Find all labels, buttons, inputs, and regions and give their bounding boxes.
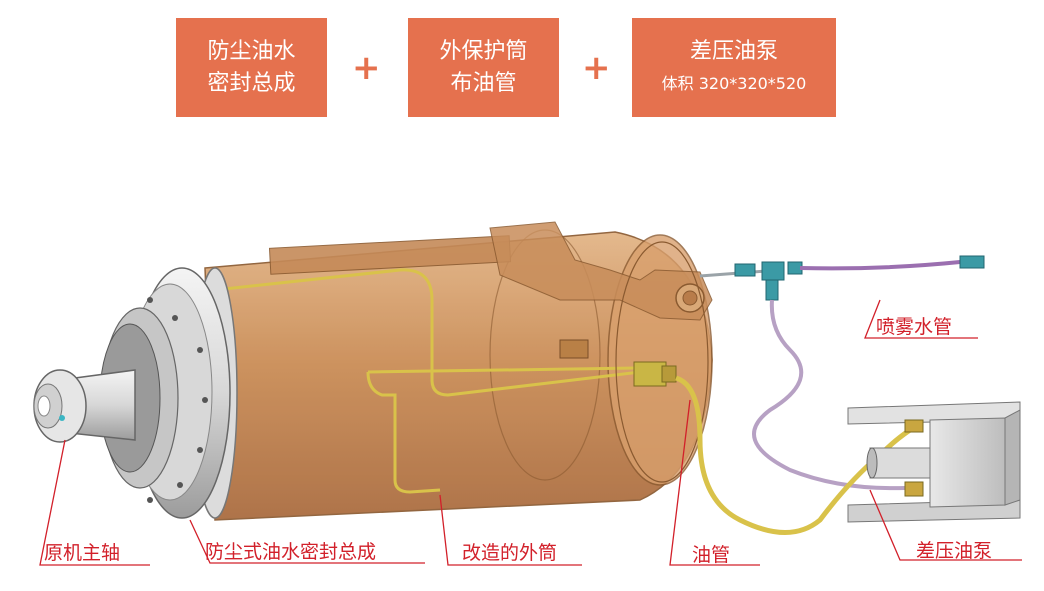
header-box-pump-line1: 差压油泵 bbox=[689, 38, 778, 64]
fitting-block bbox=[633, 361, 677, 387]
plus-sign-1: + bbox=[352, 48, 381, 88]
header-box-seal-line1: 防尘油水 bbox=[207, 38, 296, 64]
outer-tube bbox=[204, 221, 713, 521]
header-box-tube-line1: 外保护筒 bbox=[439, 38, 528, 64]
label-outer-tube: 改造的外筒 bbox=[462, 542, 558, 564]
header-box-pump-line2: 体积 320*320*520 bbox=[661, 73, 807, 93]
plus-sign-2: + bbox=[582, 48, 611, 88]
spindle-nose bbox=[33, 369, 136, 443]
header-box-tube: 外保护筒 布油管 bbox=[408, 18, 559, 117]
header-box-seal-line2: 密封总成 bbox=[207, 70, 296, 96]
header-box-tube-line2: 布油管 bbox=[450, 70, 517, 96]
end-cap-outline bbox=[615, 241, 709, 483]
header-box-seal: 防尘油水 密封总成 bbox=[176, 18, 327, 117]
spray-water-pipe bbox=[699, 255, 985, 491]
internal-oil-lines bbox=[214, 268, 641, 494]
label-oil-pipe: 油管 bbox=[692, 544, 731, 566]
diff-pressure-pump bbox=[847, 401, 1021, 523]
header-box-pump: 差压油泵 体积 320*320*520 bbox=[632, 18, 836, 117]
label-seal-assembly: 防尘式油水密封总成 bbox=[205, 541, 377, 563]
label-spindle: 原机主轴 bbox=[44, 542, 121, 564]
callout-lines bbox=[39, 299, 1022, 566]
label-spray-pipe: 喷雾水管 bbox=[876, 316, 953, 338]
seal-assembly bbox=[99, 267, 238, 519]
label-diff-pump: 差压油泵 bbox=[916, 540, 993, 562]
